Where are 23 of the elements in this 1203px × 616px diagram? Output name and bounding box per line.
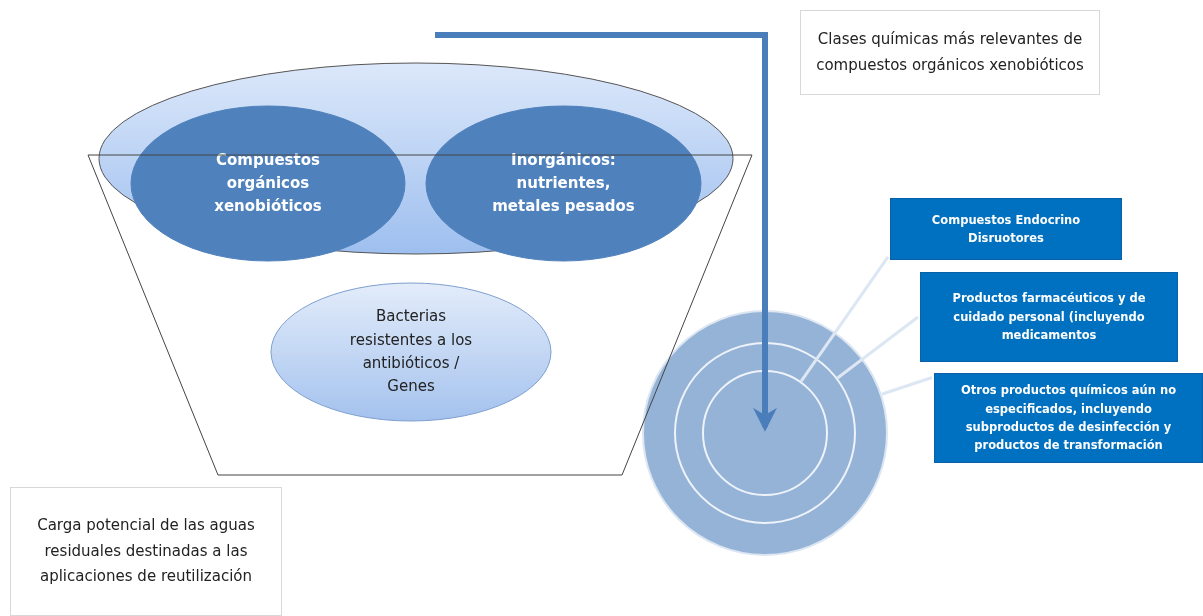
node-label: Inorgánicos: nutrientes, metales pesados: [491, 149, 636, 218]
circle-shape: [674, 342, 856, 524]
text-box: [10, 487, 282, 616]
leader-line: [881, 376, 933, 396]
node-label: Compuestos orgánicos xenobióticos: [213, 149, 323, 218]
node-label: Compuestos Endocrino Disruotores: [930, 211, 1082, 247]
node-label: Clases químicas más relevantes de compuestos orgánicos xenobióticos: [815, 29, 1085, 76]
leader-line: [836, 315, 919, 380]
text-box: [890, 198, 1122, 260]
text-box: [934, 373, 1203, 463]
node-label: Productos farmacéuticos y de cuidado personal (incluyendo medicamentos: [951, 290, 1147, 345]
leader-line: [799, 256, 890, 383]
ellipse-node: [425, 105, 702, 262]
text-box: [920, 272, 1178, 362]
ellipse-node: [270, 282, 552, 422]
node-label: Carga potencial de las aguas residuales destinadas a las aplicaciones de reutilización: [36, 515, 256, 588]
ellipse-node: [130, 105, 406, 262]
circle-shape: [702, 370, 828, 496]
circle-shape: [642, 310, 888, 556]
text-box: [800, 10, 1100, 95]
node-label: Otros productos químicos aún no especificados, incluyendo subproductos de desinfección y productos de transformación: [959, 382, 1178, 455]
arrow: [435, 32, 777, 432]
node-label: Bacterias resistentes a los antibióticos / Genes: [348, 306, 474, 398]
